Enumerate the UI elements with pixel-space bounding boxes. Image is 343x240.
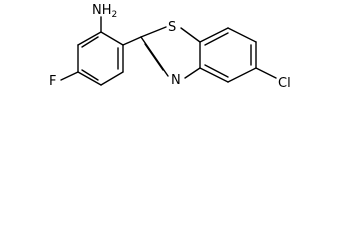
double-bond-inner: [144, 43, 164, 71]
fluorine-label: F: [49, 74, 56, 89]
structure-diagram: NH2 F S N Cl: [49, 3, 291, 91]
aniline-ring: [77, 31, 124, 86]
bond: [140, 26, 167, 38]
bond: [227, 67, 257, 83]
bond: [77, 71, 102, 86]
double-bond-inner: [204, 64, 229, 78]
bond: [227, 27, 257, 43]
bond: [184, 67, 201, 79]
benzo-ring: [199, 27, 257, 83]
bond: [199, 67, 229, 83]
bond: [199, 27, 229, 43]
thiazole-ring: [140, 26, 201, 79]
amine-label: NH2: [92, 3, 117, 20]
nitrogen-label: N: [171, 73, 181, 88]
double-bond-inner: [81, 36, 99, 48]
chlorine-label: Cl: [278, 76, 291, 91]
sulfur-label: S: [168, 20, 176, 35]
double-bond-inner: [81, 69, 99, 81]
bond: [180, 27, 201, 43]
aryl-thiazole-bond: [122, 36, 142, 46]
bond: [100, 31, 124, 46]
bond: [100, 71, 124, 86]
fluorine-bond: [60, 71, 79, 81]
molecule-drawing: NH2 F S N Cl: [49, 3, 291, 91]
chlorine-bond: [255, 67, 277, 79]
double-bond-inner: [204, 32, 229, 46]
bond: [77, 31, 102, 46]
